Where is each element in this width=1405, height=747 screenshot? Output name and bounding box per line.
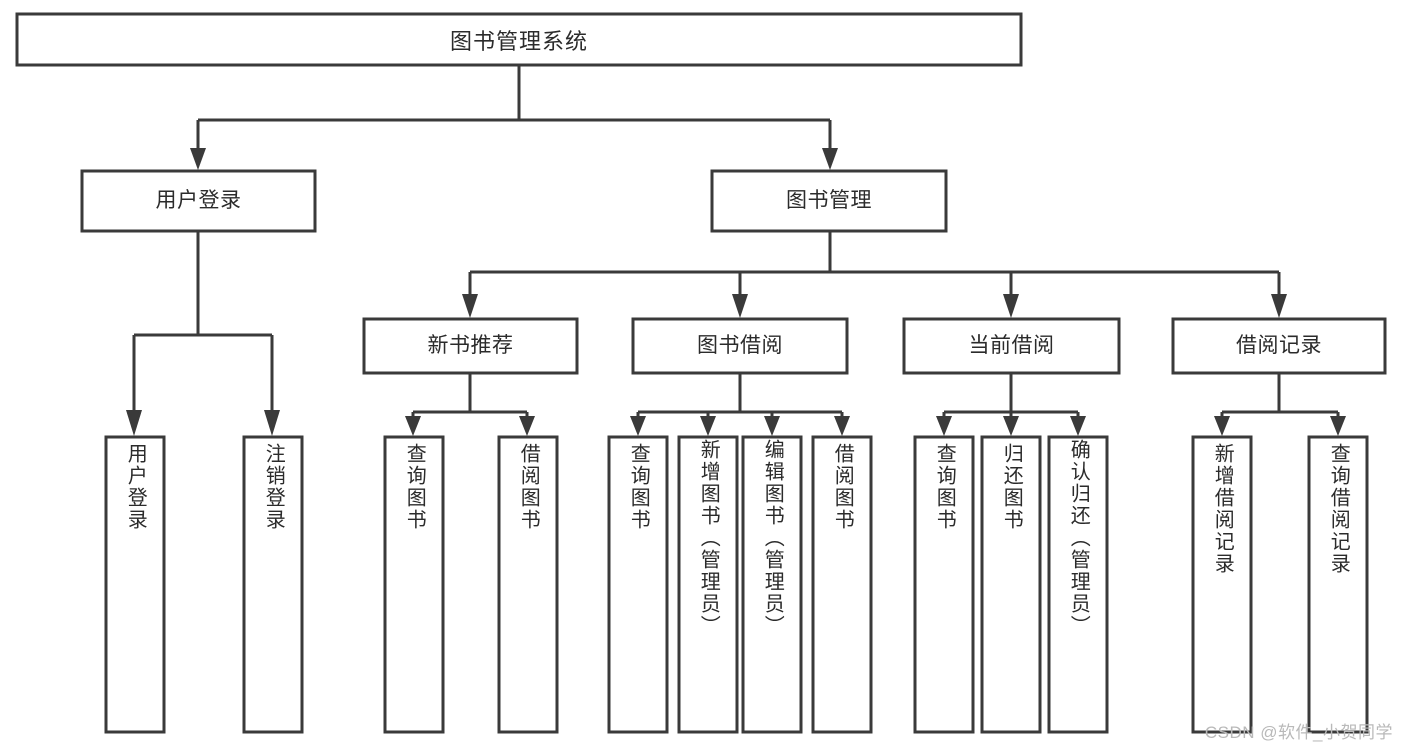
connector-newbook-to-leaves: [405, 374, 535, 436]
connector-borrowrecord-to-leaves: [1214, 374, 1346, 436]
leaf-box-current-borrow-0[interactable]: [913, 435, 975, 734]
leaf-box-borrow-record-1[interactable]: [1307, 435, 1369, 734]
connector-root-to-level2: [190, 66, 838, 170]
leaf-box-current-borrow-1[interactable]: [980, 435, 1042, 734]
connector-bookmgmt-to-level3: [462, 232, 1287, 318]
node-box-system-title[interactable]: [15, 12, 1023, 67]
connector-bookborrow-to-leaves: [630, 374, 850, 436]
node-box-new-book-recommend[interactable]: [362, 317, 579, 375]
leaf-box-book-borrow-3[interactable]: [811, 435, 873, 734]
node-box-book-management[interactable]: [710, 169, 948, 233]
node-box-current-borrow[interactable]: [902, 317, 1121, 375]
connector-currentborrow-to-leaves: [936, 374, 1086, 436]
leaf-box-current-borrow-2[interactable]: [1047, 435, 1109, 734]
leaf-box-borrow-record-0[interactable]: [1191, 435, 1253, 734]
leaf-box-user-login-1[interactable]: [242, 435, 304, 734]
leaf-box-book-borrow-2[interactable]: [741, 435, 803, 734]
leaf-box-book-borrow-0[interactable]: [607, 435, 669, 734]
connector-userlogin-to-leaves: [126, 232, 280, 436]
node-box-borrow-record[interactable]: [1171, 317, 1387, 375]
leaf-box-new-book-0[interactable]: [383, 435, 445, 734]
leaf-box-book-borrow-1[interactable]: [677, 435, 739, 734]
leaf-box-new-book-1[interactable]: [497, 435, 559, 734]
node-box-user-login[interactable]: [80, 169, 317, 233]
node-box-book-borrow[interactable]: [631, 317, 849, 375]
leaf-box-user-login-0[interactable]: [104, 435, 166, 734]
